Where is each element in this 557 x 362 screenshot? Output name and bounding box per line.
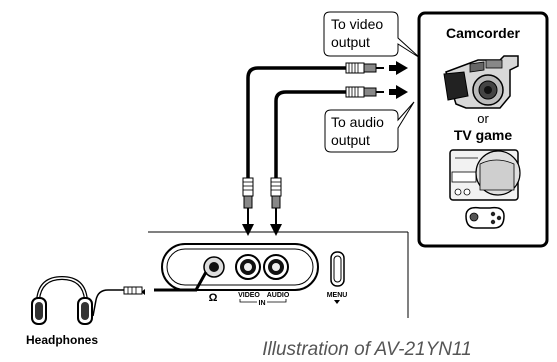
rca-plug-icon <box>345 86 384 98</box>
camcorder-icon <box>443 55 519 109</box>
video-jack-label: VIDEO <box>238 292 260 299</box>
audio-output-callout: To audio output <box>324 101 415 153</box>
in-label: IN <box>259 300 266 307</box>
headphones-icon <box>31 275 93 325</box>
video-callout-line1: To video <box>331 16 383 32</box>
menu-label: MENU <box>327 292 348 299</box>
audio-jack-label: AUDIO <box>267 292 290 299</box>
or-label: or <box>477 111 489 126</box>
headphones-label: Headphones <box>26 333 98 347</box>
rca-plug-icon <box>242 177 254 209</box>
rca-plug-icon <box>270 177 282 209</box>
audio-callout-line1: To audio <box>331 114 384 130</box>
game-controller-icon <box>465 206 505 229</box>
rca-plug-icon <box>345 62 384 74</box>
tv-game-label: TV game <box>454 127 513 143</box>
arrow-right-icon <box>389 85 408 99</box>
headphone-cable <box>92 271 208 317</box>
headphone-jack-symbol: Ω <box>209 292 218 304</box>
audio-callout-line2: output <box>331 132 370 148</box>
video-callout-line2: output <box>331 34 370 50</box>
av-cables <box>246 66 348 182</box>
device-box: Camcorder or TV game <box>417 11 549 248</box>
tv-game-console-icon <box>449 149 521 201</box>
video-output-callout: To video output <box>323 11 421 59</box>
tv-front-panel <box>148 231 409 318</box>
arrow-right-icon <box>389 61 408 75</box>
camcorder-label: Camcorder <box>446 25 520 41</box>
figure-caption: Illustration of AV-21YN11 <box>262 339 471 360</box>
